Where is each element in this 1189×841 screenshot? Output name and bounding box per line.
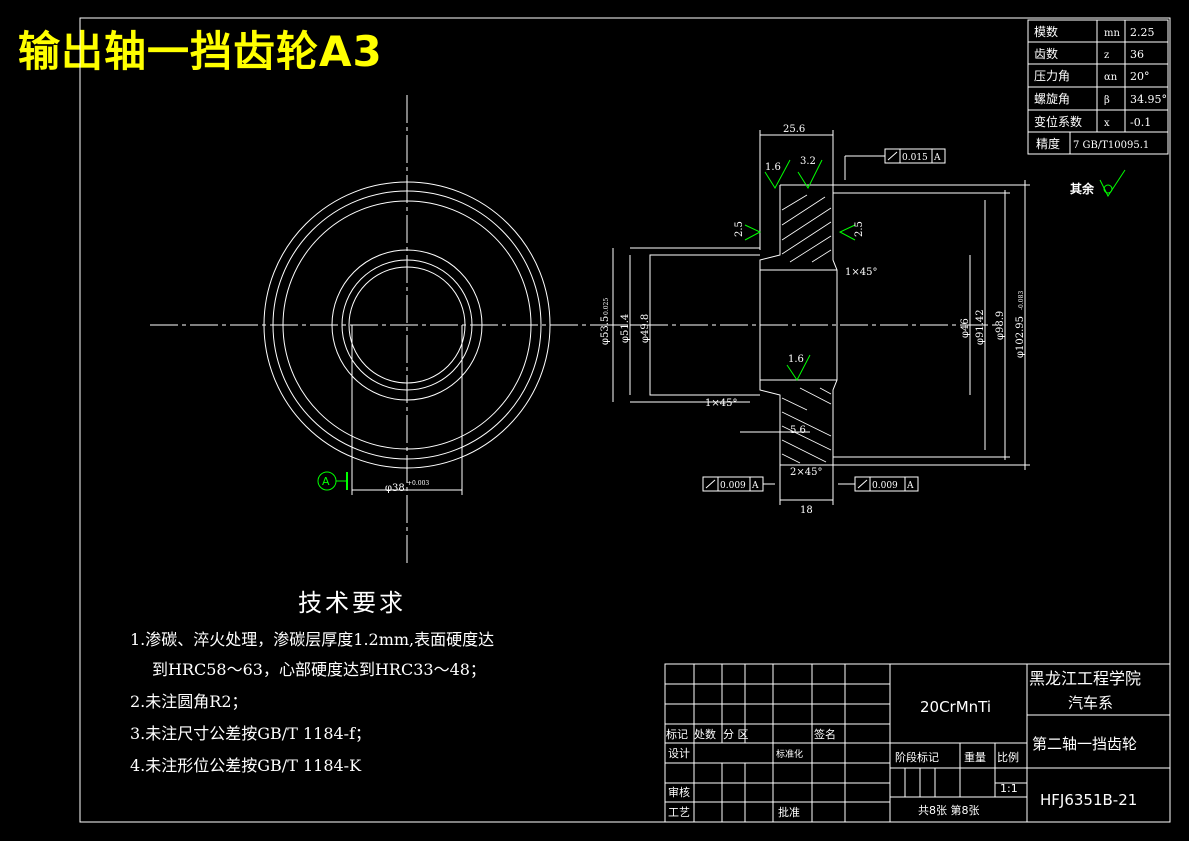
dim-d38-tol: +0.003 (407, 480, 429, 487)
dim-ch2: 1×45° (705, 398, 737, 409)
param-name: 变位系数 (1034, 114, 1082, 129)
section-view (600, 130, 1030, 505)
param-value: 36 (1130, 48, 1144, 61)
tb-approve: 批准 (778, 805, 800, 819)
param-name: 螺旋角 (1034, 92, 1070, 106)
dim-ch3: 2×45° (790, 467, 822, 478)
dim-r16b: 1.6 (788, 354, 804, 365)
technical-requirements: 技术要求 1.渗碳、淬火处理，渗碳层厚度1.2mm,表面硬度达 到HRC58～6… (130, 583, 494, 776)
tb-ratio: 比例 (997, 750, 1019, 764)
param-value: -0.1 (1130, 116, 1151, 129)
tb-weight: 重量 (964, 750, 986, 764)
dim-r32: 3.2 (800, 156, 816, 167)
param-name: 模数 (1034, 24, 1058, 39)
tol-top-datum: A (933, 153, 941, 163)
param-symbol: αn (1104, 72, 1118, 83)
tech-line-2: 到HRC58～63，心部硬度达到HRC33～48； (152, 660, 486, 679)
front-view (150, 95, 665, 565)
tb-material: 20CrMnTi (920, 698, 991, 716)
roughness-marks (744, 159, 1126, 381)
dim-d989: φ98.9 (995, 311, 1006, 340)
tol-top-value: 0.015 (902, 153, 928, 163)
dim-ch1: 1×45° (845, 267, 877, 278)
tol-right-value: 0.009 (872, 481, 898, 491)
drawing-border (79, 17, 1171, 823)
tol-frame-top (884, 148, 946, 164)
tb-count: 处数 (694, 728, 716, 741)
tb-std: 标准化 (776, 748, 803, 760)
tb-part: 第二轴一挡齿轮 (1032, 735, 1137, 753)
dim-25-6: 25.6 (783, 124, 805, 135)
tb-sheets: 共8张 第8张 (918, 803, 980, 817)
tol-right-datum: A (906, 481, 914, 491)
datum-a-label: A (322, 475, 330, 488)
tol-frame-left (702, 476, 764, 492)
tb-check: 审核 (668, 785, 690, 799)
dim-d102: φ102.95 (1015, 316, 1026, 358)
param-symbol: mn (1104, 28, 1120, 39)
tb-design: 设计 (668, 747, 690, 760)
param-value: 7 GB/T10095.1 (1073, 140, 1149, 151)
param-symbol: z (1104, 50, 1109, 61)
tech-line-4: 3.未注尺寸公差按GB/T 1184-f； (130, 724, 372, 743)
dim-5-6: 5.6 (790, 425, 806, 436)
param-value: 34.95° (1130, 93, 1167, 106)
param-table (1027, 19, 1169, 155)
param-name: 精度 (1036, 136, 1060, 151)
dim-r25r: 2.5 (854, 221, 865, 237)
dim-d102-tol: -0.083 (1018, 291, 1025, 310)
other-roughness-label: 其余 (1070, 181, 1095, 196)
tb-process: 工艺 (668, 806, 690, 819)
tol-left-value: 0.009 (720, 481, 746, 491)
param-symbol: x (1104, 118, 1110, 129)
dim-d53: φ53.5 (600, 316, 611, 345)
dim-d38: φ38 (385, 483, 405, 494)
param-value: 2.25 (1130, 26, 1155, 39)
tb-dept: 汽车系 (1068, 694, 1113, 712)
dim-d514: φ51.4 (620, 314, 631, 343)
param-symbol: β (1104, 95, 1110, 106)
title-block (664, 663, 1171, 823)
dim-d53-tol: 0.025 (603, 298, 610, 315)
tb-mark: 标记 (666, 727, 688, 741)
tb-stage: 阶段标记 (895, 750, 939, 764)
dim-r25l: 2.5 (734, 221, 745, 237)
tb-school: 黑龙江工程学院 (1029, 669, 1141, 688)
dim-r16a: 1.6 (765, 162, 781, 173)
tb-zone: 分 区 (723, 728, 749, 741)
tech-line-3: 2.未注圆角R2； (130, 692, 248, 711)
tech-title: 技术要求 (298, 589, 406, 617)
param-name: 齿数 (1034, 46, 1058, 61)
drawing-title: 输出轴一挡齿轮A3 (18, 27, 383, 76)
tol-frame-right (854, 476, 919, 492)
tech-line-1: 1.渗碳、淬火处理，渗碳层厚度1.2mm,表面硬度达 (130, 630, 495, 649)
dim-d498: φ49.8 (640, 314, 651, 343)
dim-d9142: φ91.42 (975, 309, 986, 345)
tol-left-datum: A (751, 481, 759, 491)
tb-code: HFJ6351B-21 (1040, 791, 1137, 809)
tb-scale: 1:1 (1000, 782, 1018, 795)
dim-18: 18 (800, 505, 813, 516)
dim-d46: φ46 (960, 318, 971, 338)
param-value: 20° (1130, 70, 1150, 83)
tb-sign: 签名 (814, 727, 836, 741)
param-name: 压力角 (1034, 69, 1070, 83)
tech-line-5: 4.未注形位公差按GB/T 1184-K (130, 756, 362, 775)
